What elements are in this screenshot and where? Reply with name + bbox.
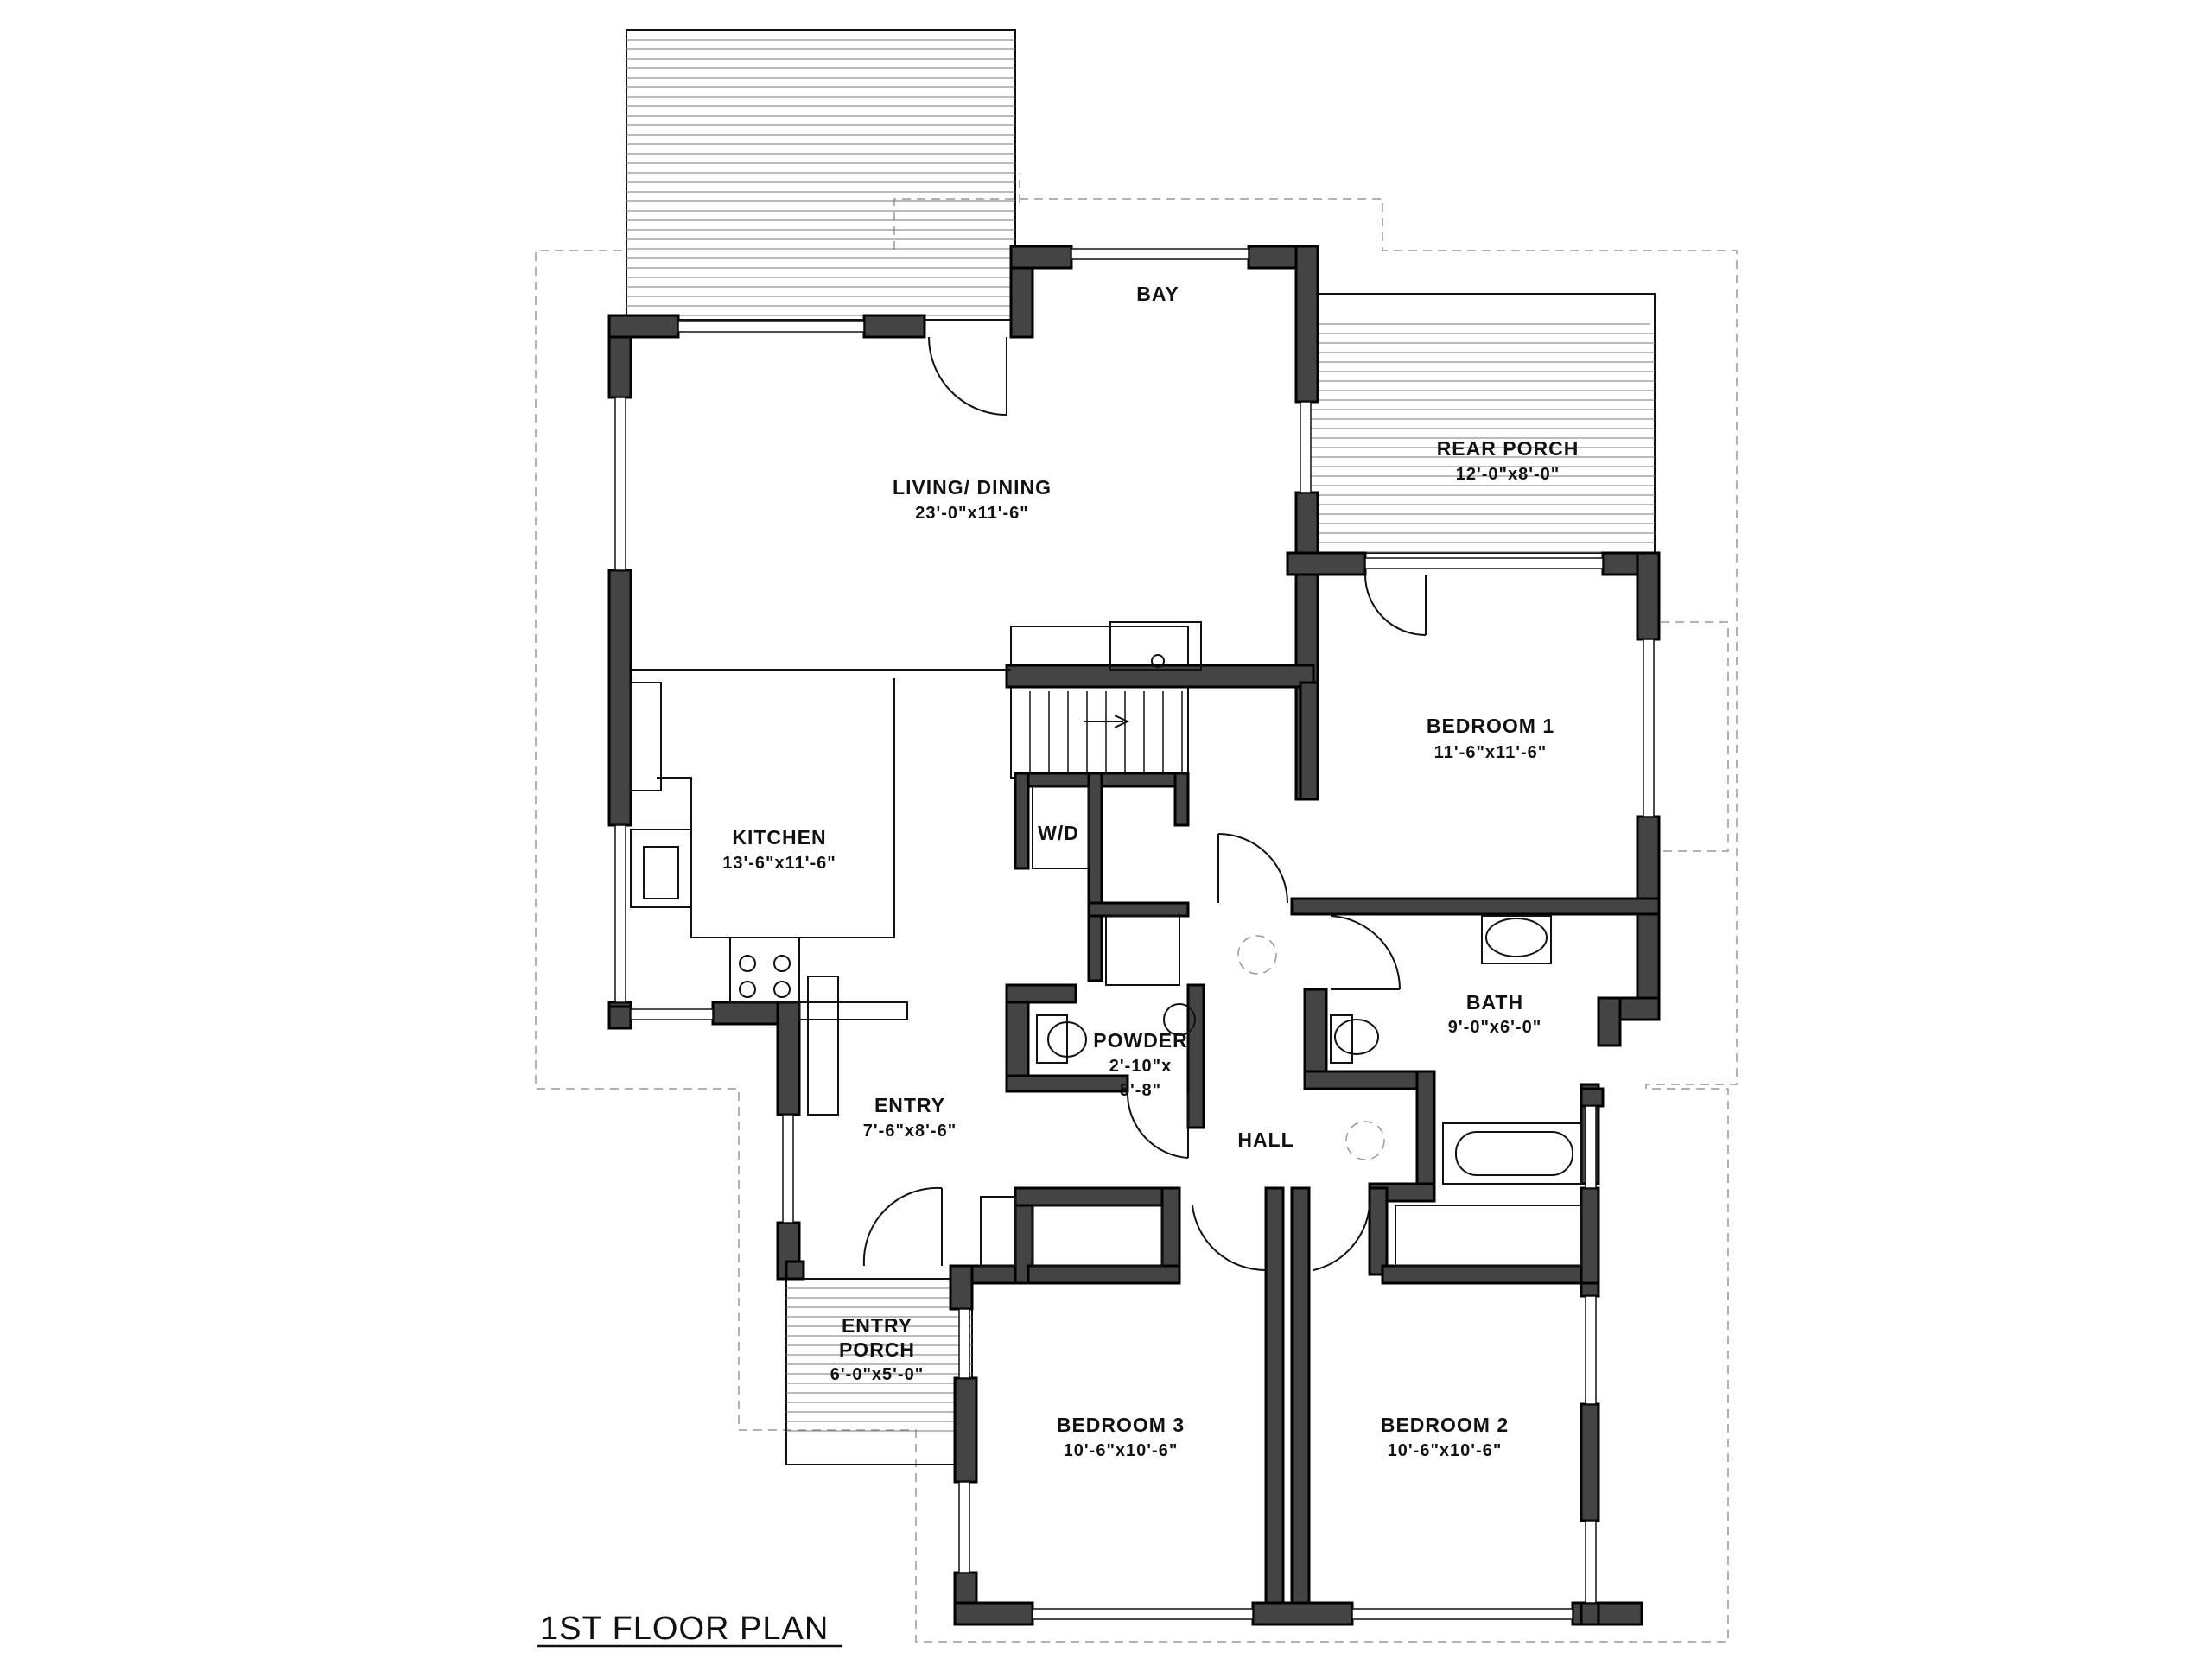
rear-deck [626,29,1016,321]
walls [607,245,1661,1626]
bedroom1-dims: 11'-6"x11'-6" [1434,743,1547,762]
bedroom3-dims: 10'-6"x10'-6" [1064,1441,1179,1460]
entry-porch-dims: 6'-0"x5'-0" [830,1365,924,1384]
rear-porch-deck [1308,293,1656,554]
entry-porch-label-1: ENTRY [842,1314,912,1337]
rear-porch-label: REAR PORCH [1437,437,1580,460]
bay-label: BAY [1136,283,1179,305]
rear-porch-dims: 12'-0"x8'-0" [1456,465,1560,484]
kitchen-label: KITCHEN [732,826,826,849]
living-dining-dims: 23'-0"x11'-6" [915,504,1029,523]
windows [614,248,1655,1620]
doors [862,336,1427,1272]
wd-label: W/D [1038,822,1079,844]
powder-dims-1: 2'-10"x [1109,1057,1172,1076]
entry-dims: 7'-6"x8'-6" [863,1122,957,1141]
entry-porch-label-2: PORCH [839,1338,915,1361]
bath-label: BATH [1466,991,1523,1014]
bedroom3-label: BEDROOM 3 [1057,1414,1185,1436]
fixtures [630,621,1582,1267]
powder-dims-2: 5'-8" [1120,1081,1161,1100]
kitchen-dims: 13'-6"x11'-6" [722,854,836,873]
entry-label: ENTRY [874,1094,945,1116]
bath-dims: 9'-0"x6'-0" [1448,1018,1541,1037]
hall-label: HALL [1237,1128,1294,1151]
powder-label: POWDER [1093,1029,1188,1052]
entry-porch-deck [785,1278,973,1465]
bedroom2-label: BEDROOM 2 [1381,1414,1509,1436]
plan-title: 1ST FLOOR PLAN [540,1611,829,1647]
living-dining-label: LIVING/ DINING [893,476,1052,499]
stair [1010,626,1189,779]
bedroom1-label: BEDROOM 1 [1427,715,1554,737]
room-labels: BAY REAR PORCH 12'-0"x8'-0" LIVING/ DINI… [722,283,1580,1460]
bedroom2-dims: 10'-6"x10'-6" [1388,1441,1503,1460]
